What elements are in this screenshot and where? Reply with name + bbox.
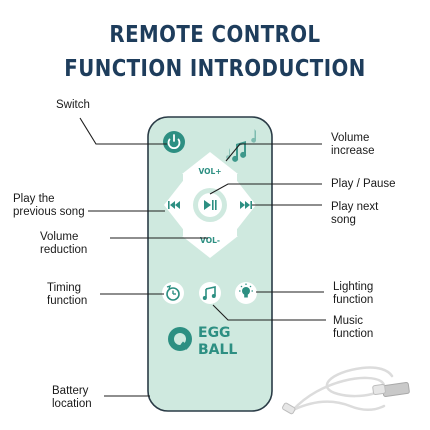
label-play-next: Play next song [331, 201, 379, 226]
music-icon [199, 282, 221, 304]
leader-lines [79, 117, 326, 397]
title-line-1: REMOTE CONTROL [109, 22, 321, 48]
label-battery: Battery location [52, 385, 92, 410]
label-music: Music function [333, 315, 374, 340]
vol-up-label: VOL+ [198, 167, 221, 176]
vol-down-label: VOL- [200, 236, 220, 245]
label-volume-increase: Volume increase [331, 132, 375, 157]
previous-track-icon [168, 201, 180, 209]
music-note-icon [226, 129, 257, 162]
brand-bottom: BALL [198, 342, 237, 358]
next-track-icon [240, 201, 252, 209]
label-play-pause: Play / Pause [331, 178, 396, 190]
usb-plug [382, 382, 410, 398]
power-icon [163, 131, 185, 153]
label-play-previous: Play the previous song [13, 193, 85, 218]
label-switch: Switch [56, 99, 90, 111]
bulb-icon [235, 282, 257, 304]
label-timing: Timing function [47, 282, 88, 307]
title-line-2: FUNCTION INTRODUCTION [64, 56, 366, 82]
label-volume-reduction: Volume reduction [40, 231, 88, 256]
timer-icon [162, 282, 184, 304]
brand-top: EGG [198, 325, 231, 341]
label-lighting: Lighting function [333, 281, 374, 306]
vol-down-button [182, 236, 238, 258]
play-pause-icon [204, 200, 217, 210]
egg-ball-logo [168, 327, 192, 351]
usb-cable [291, 366, 394, 412]
vol-up-button [182, 152, 238, 174]
